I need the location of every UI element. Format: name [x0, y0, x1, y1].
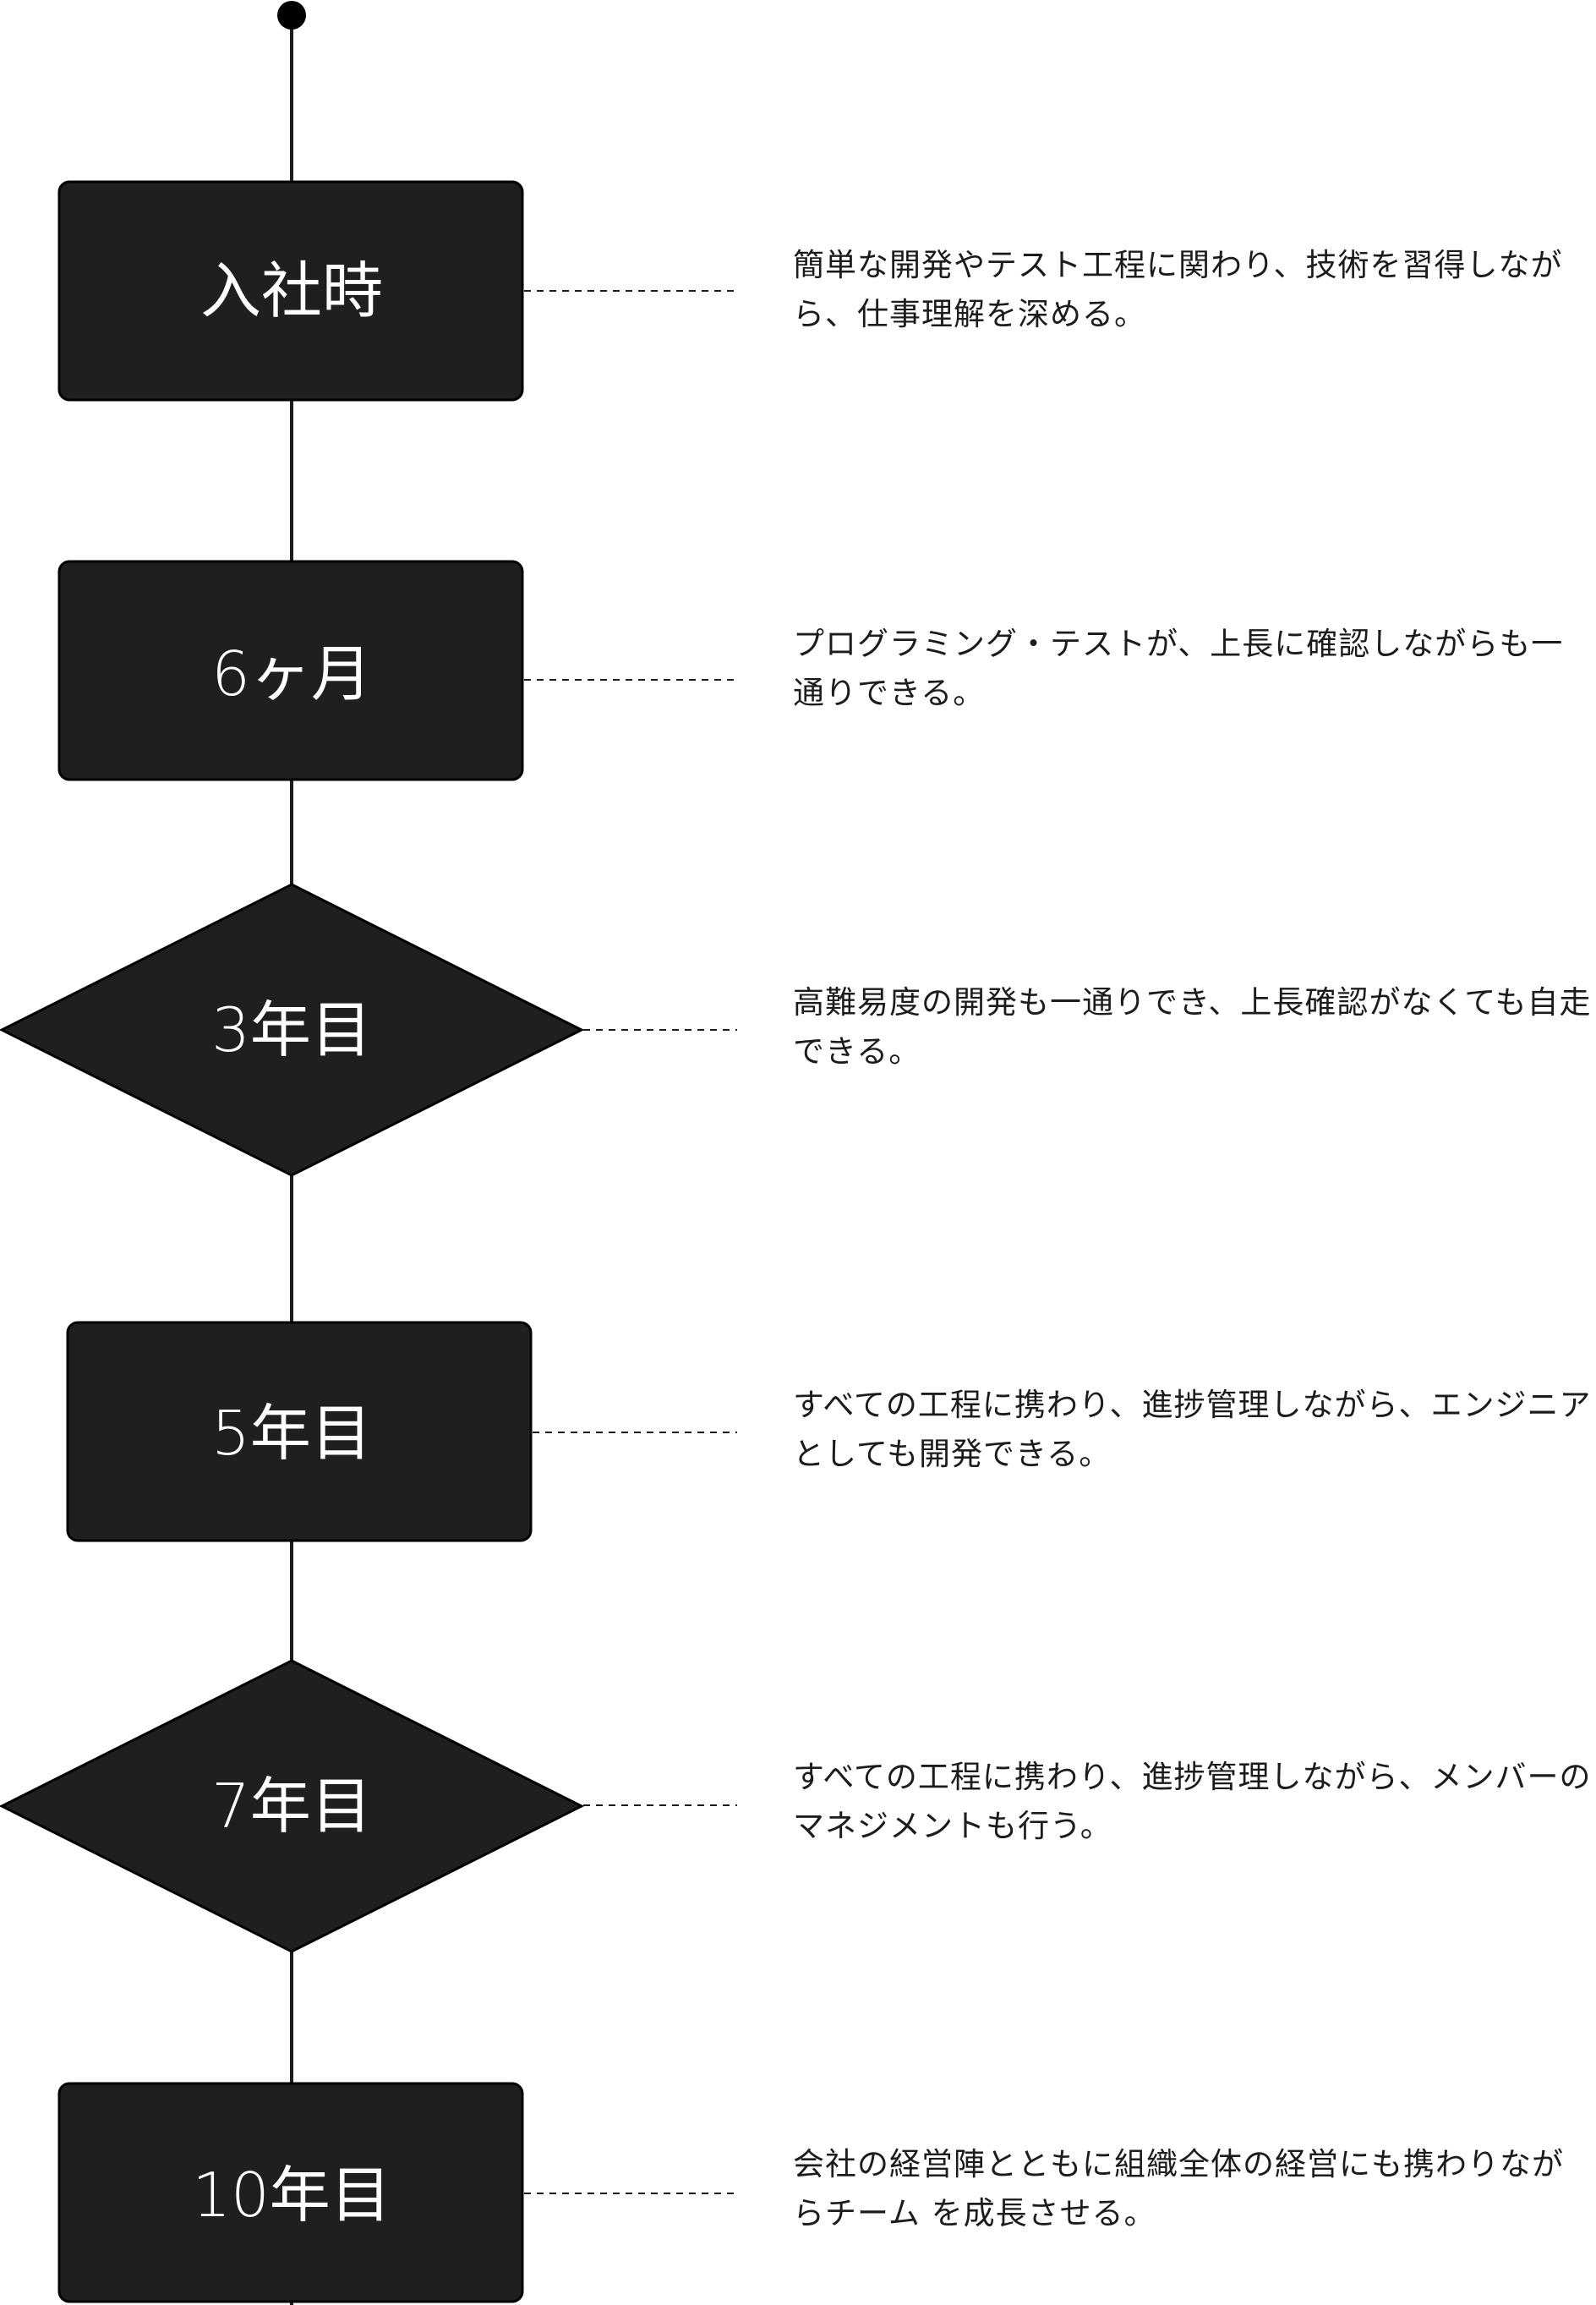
- stage-entry: 入社時 簡単な開発やテスト工程に関わり、技術を習得しなが ら、仕事理解を深める。: [57, 180, 1573, 402]
- stage-6-months: 6ヶ月 プログラミング・テストが、上長に確認しながらも一 通りできる。: [57, 560, 1574, 781]
- stage-3-years-description: 高難易度の開発も一通りでき、上長確認がなくても自走 できる。: [793, 984, 1596, 1070]
- stage-6-months-box: [57, 560, 524, 781]
- stage-6-months-description: プログラミング・テストが、上長に確認しながらも一 通りできる。: [793, 626, 1574, 711]
- stage-3-years-label: 3年目: [211, 994, 372, 1065]
- stage-5-years: 5年目 すべての工程に携わり、進捗管理しながら、エンジニア としても開発できる。: [66, 1321, 1596, 1542]
- stage-3-years-diamond: [0, 883, 585, 1177]
- stage-5-years-description: すべての工程に携わり、進捗管理しながら、エンジニア としても開発できる。: [793, 1387, 1596, 1472]
- stage-10-years-description: 会社の経営陣とともに組織全体の経営にも携わりなが らチーム を成長させる。: [793, 2146, 1575, 2231]
- stage-5-years-label: 5年目: [211, 1398, 372, 1469]
- stage-10-years-box: [57, 2082, 524, 2303]
- stage-10-years: 10年目 会社の経営陣とともに組織全体の経営にも携わりなが らチーム を成長させ…: [57, 2082, 1575, 2303]
- stage-7-years-diamond: [0, 1659, 585, 1953]
- timeline-start-dot: [277, 1, 306, 30]
- stage-7-years: 7年目 すべての工程に携わり、進捗管理しながら、メンバーの マネジメントも行う。: [0, 1659, 1596, 1953]
- stage-7-years-description: すべての工程に携わり、進捗管理しながら、メンバーの マネジメントも行う。: [793, 1759, 1596, 1844]
- stage-6-months-label: 6ヶ月: [211, 638, 372, 709]
- stage-entry-label: 入社時: [200, 255, 383, 326]
- stage-3-years: 3年目 高難易度の開発も一通りでき、上長確認がなくても自走 できる。: [0, 883, 1596, 1177]
- stage-5-years-box: [66, 1321, 533, 1542]
- stage-7-years-label: 7年目: [211, 1771, 372, 1842]
- stage-10-years-label: 10年目: [192, 2160, 391, 2231]
- stage-entry-description: 簡単な開発やテスト工程に関わり、技術を習得しなが ら、仕事理解を深める。: [793, 247, 1573, 332]
- stage-entry-box: [57, 180, 524, 402]
